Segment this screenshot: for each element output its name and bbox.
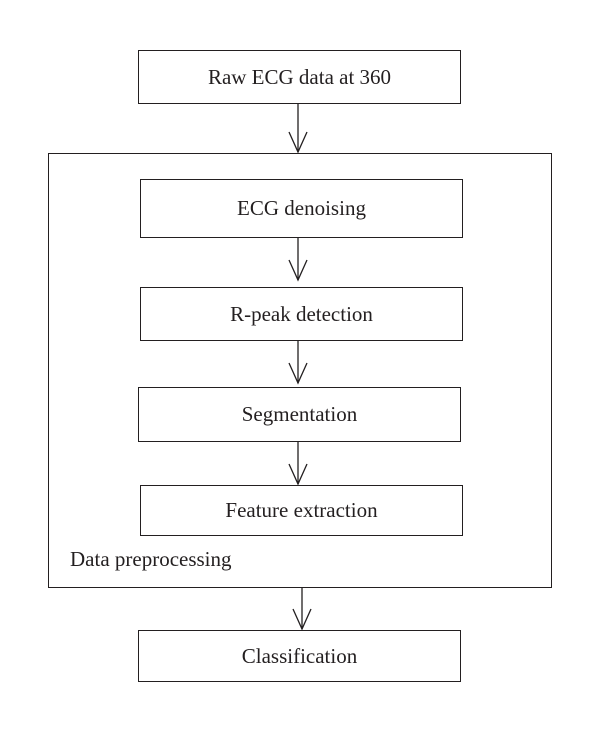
arrow-segmentation-to-feature [288, 442, 308, 486]
ecg-denoising-box: ECG denoising [140, 179, 463, 238]
r-peak-detection-label: R-peak detection [230, 301, 373, 326]
classification-label: Classification [241, 643, 358, 668]
arrow-raw-to-preprocessing [288, 104, 308, 154]
segmentation-label: Segmentation [241, 402, 358, 426]
data-preprocessing-group [48, 153, 552, 588]
classification-box: Classification [138, 630, 461, 682]
data-preprocessing-label: Data preprocessing [70, 547, 232, 571]
feature-extraction-label: Feature extraction [225, 498, 378, 522]
arrow-preprocessing-to-classification [292, 588, 312, 631]
ecg-denoising-label: ECG denoising [237, 196, 366, 220]
feature-extraction-box: Feature extraction [140, 485, 463, 536]
arrow-denoising-to-rpeak [288, 238, 308, 282]
arrow-rpeak-to-segmentation [288, 341, 308, 385]
r-peak-detection-box: R-peak detection [140, 287, 463, 341]
raw-ecg-data-box: Raw ECG data at 360 [138, 50, 461, 104]
segmentation-box: Segmentation [138, 387, 461, 442]
raw-ecg-data-label: Raw ECG data at 360 [207, 64, 392, 89]
